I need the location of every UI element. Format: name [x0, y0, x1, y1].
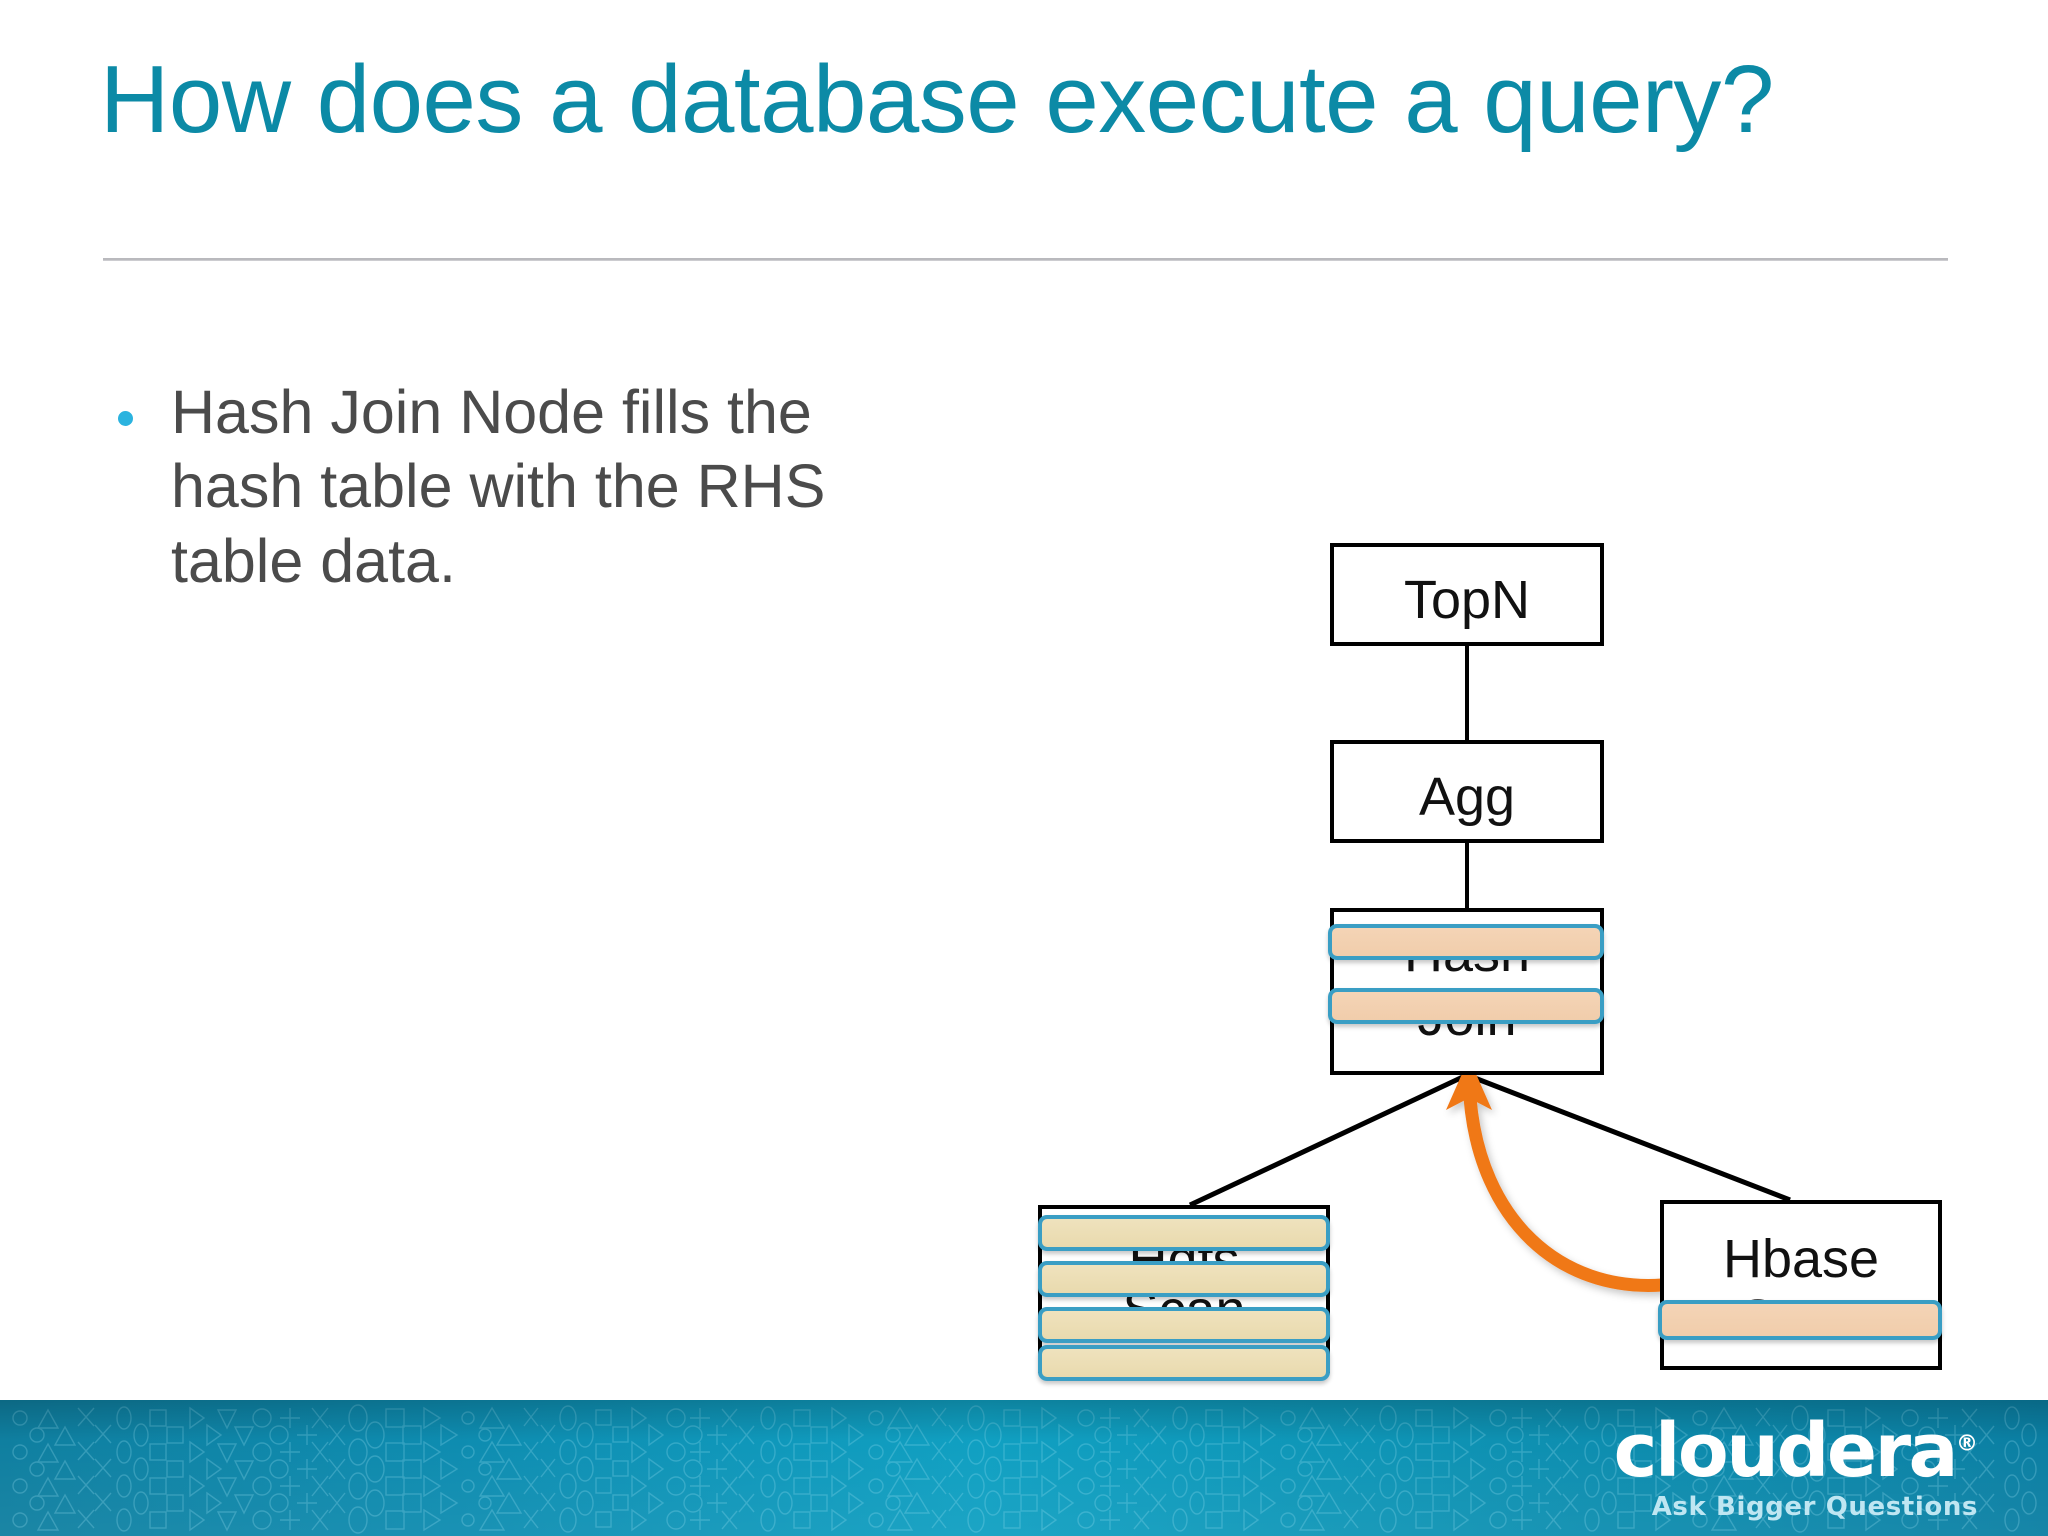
list-item: Hash Join Node fills the hash table with… — [118, 375, 938, 598]
highlight-arrow-hbase-to-hashjoin — [1446, 1058, 1669, 1292]
registered-trademark-icon: ® — [1956, 1431, 1978, 1457]
plan-node-hbase-scan-label-line1: Hbase — [1722, 1229, 1880, 1289]
plan-node-topn-label: TopN — [1403, 570, 1531, 630]
plan-node-agg-label: Agg — [1418, 767, 1516, 827]
scan-fill-bar — [1038, 1261, 1330, 1297]
edge-hashjoin-hdfsscan — [1188, 1072, 1469, 1208]
footer-pattern-decoration — [12, 1404, 2037, 1534]
plan-node-hash-join[interactable]: Hash Join — [1328, 908, 1604, 1075]
logo-wordmark: cloudera® — [1614, 1414, 1978, 1488]
scan-fill-bar — [1038, 1307, 1330, 1343]
scan-fill-bar — [1038, 1345, 1330, 1381]
edge-hashjoin-hbasescan — [1466, 1072, 1791, 1203]
hash-table-fill-bar — [1328, 924, 1604, 960]
plan-node-hdfs-scan[interactable]: Hdfs Scan — [1038, 1205, 1330, 1381]
cloudera-logo: cloudera® Ask Bigger Questions — [1614, 1414, 1978, 1520]
plan-node-agg[interactable]: Agg — [1330, 740, 1604, 843]
plan-node-topn[interactable]: TopN — [1330, 543, 1604, 646]
plan-node-hbase-scan[interactable]: Hbase Scan — [1658, 1200, 1942, 1370]
bullet-list: Hash Join Node fills the hash table with… — [118, 375, 938, 598]
bullet-dot-icon — [118, 411, 133, 426]
scan-fill-bar — [1038, 1215, 1330, 1251]
page-title: How does a database execute a query? — [100, 46, 1774, 153]
bullet-item-label: Hash Join Node fills the hash table with… — [171, 378, 826, 595]
logo-wordmark-text: cloudera — [1613, 1408, 1959, 1494]
footer-shading — [0, 1400, 2048, 1536]
footer-band: cloudera® Ask Bigger Questions — [0, 1400, 2048, 1536]
scan-fill-bar — [1658, 1300, 1942, 1340]
hash-table-fill-bar — [1328, 988, 1604, 1024]
logo-tagline: Ask Bigger Questions — [1651, 1492, 1978, 1522]
title-divider — [103, 258, 1948, 261]
